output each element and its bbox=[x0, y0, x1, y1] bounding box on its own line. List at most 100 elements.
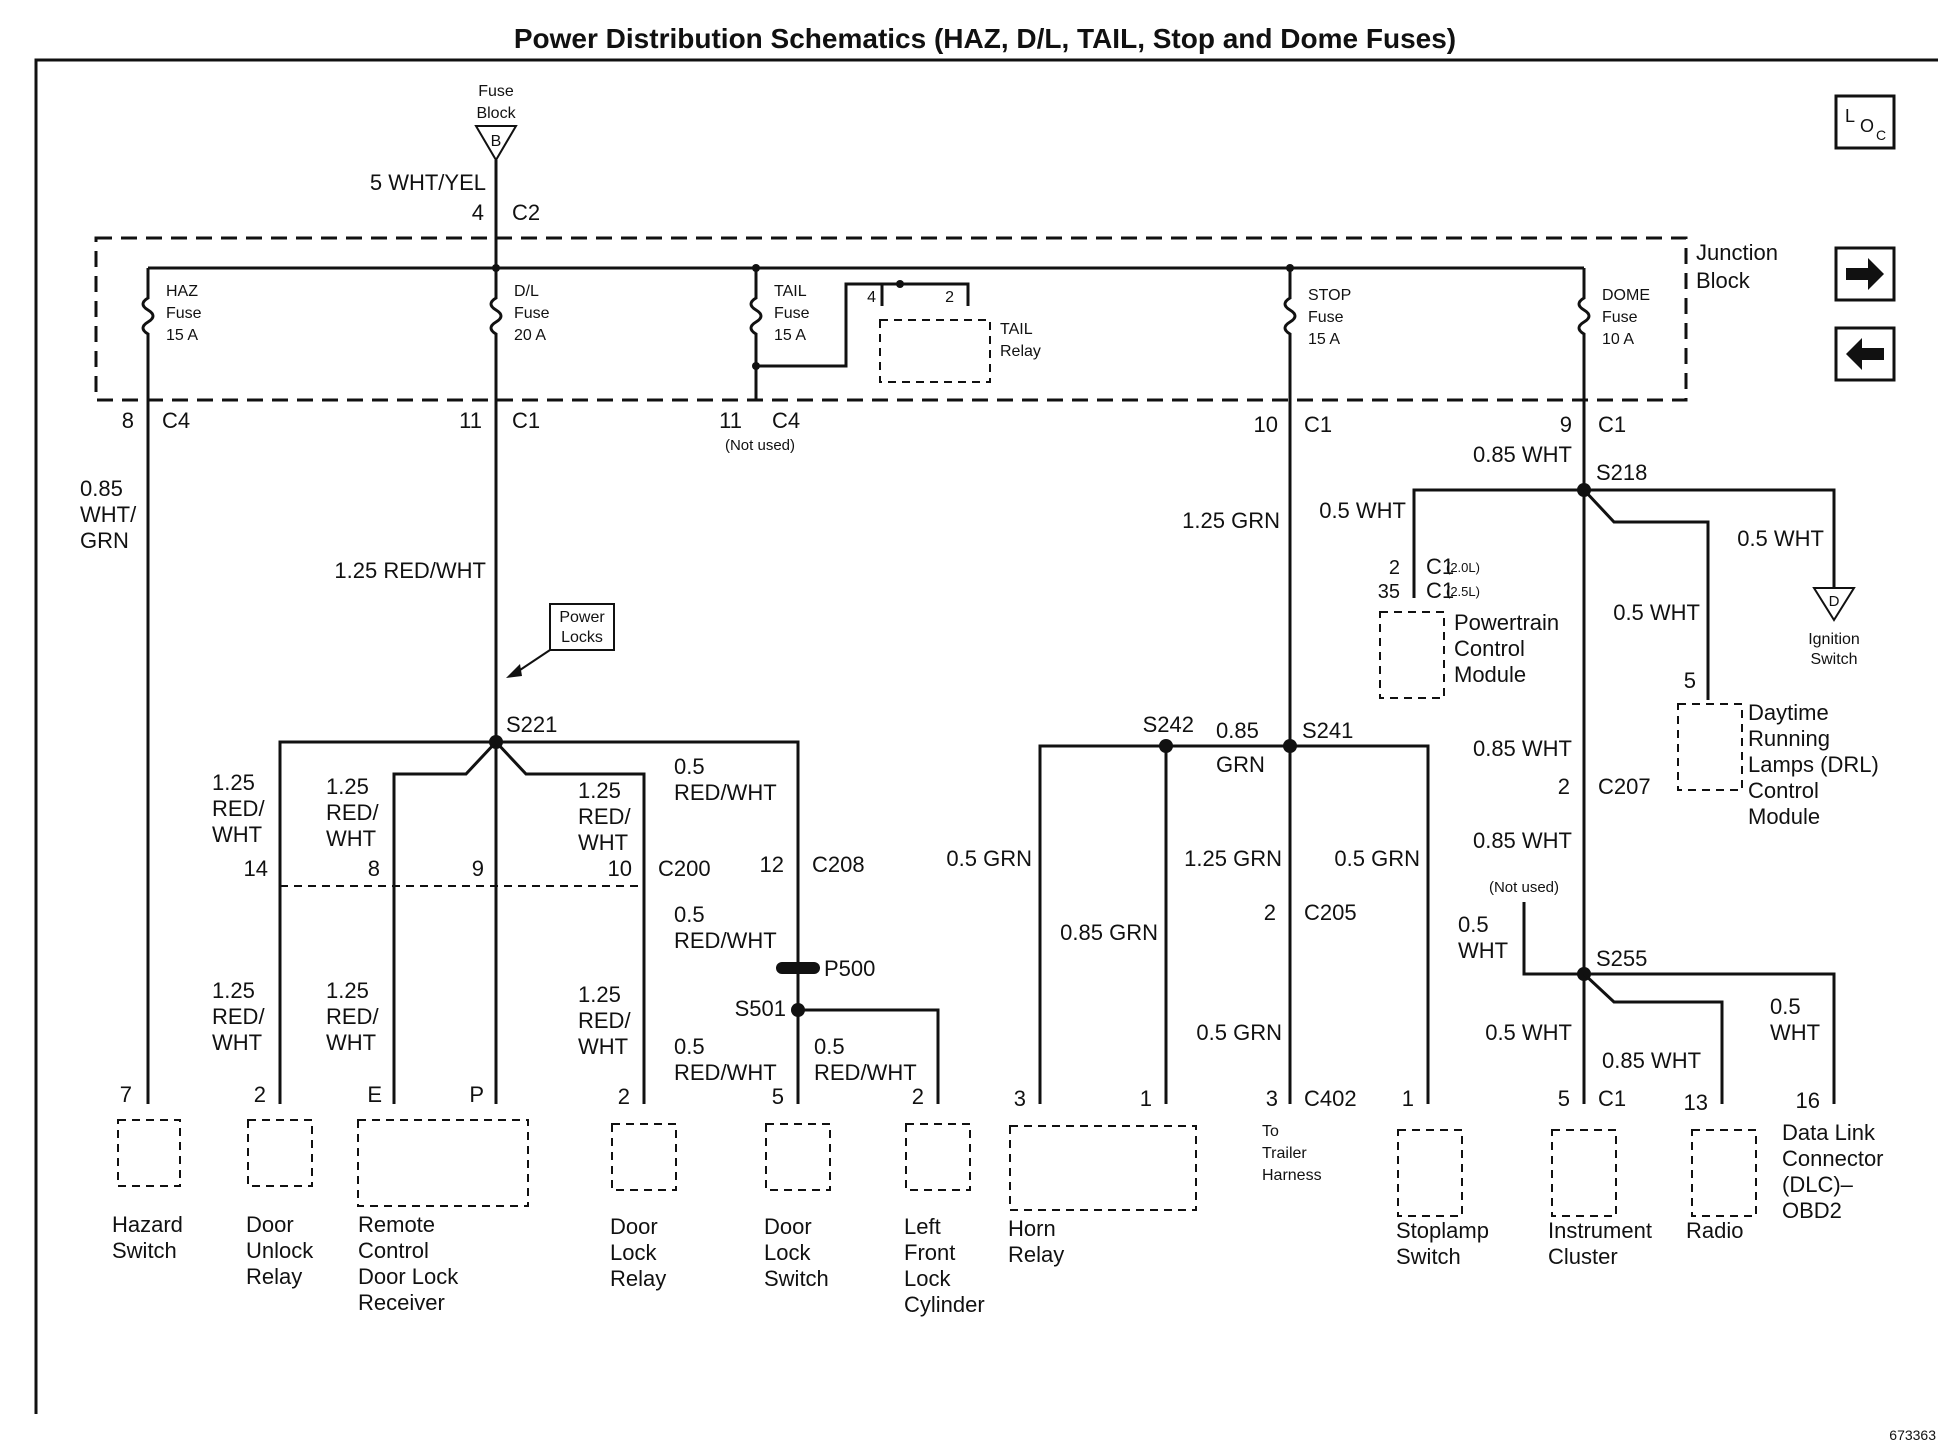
svg-text:7: 7 bbox=[120, 1082, 132, 1107]
svg-text:Junction: Junction bbox=[1696, 240, 1778, 265]
svg-text:(Not used): (Not used) bbox=[1489, 879, 1559, 896]
svg-text:Block: Block bbox=[476, 105, 516, 122]
svg-text:0.5 WHT: 0.5 WHT bbox=[1613, 600, 1700, 625]
svg-text:2: 2 bbox=[254, 1082, 266, 1107]
haz-fuse: HAZ Fuse 15 A bbox=[141, 268, 202, 400]
svg-text:S241: S241 bbox=[1302, 718, 1353, 743]
svg-text:STOP: STOP bbox=[1308, 287, 1351, 304]
svg-text:9: 9 bbox=[1560, 412, 1572, 437]
svg-text:2: 2 bbox=[1558, 774, 1570, 799]
svg-text:C207: C207 bbox=[1598, 774, 1651, 799]
svg-text:9: 9 bbox=[472, 856, 484, 881]
svg-text:Harness: Harness bbox=[1262, 1167, 1322, 1184]
svg-text:0.5: 0.5 bbox=[1458, 912, 1489, 937]
svg-text:10: 10 bbox=[608, 856, 632, 881]
svg-text:1.25: 1.25 bbox=[578, 982, 621, 1007]
svg-text:Receiver: Receiver bbox=[358, 1290, 445, 1315]
svg-text:8: 8 bbox=[368, 856, 380, 881]
svg-text:0.85 WHT: 0.85 WHT bbox=[1473, 828, 1572, 853]
svg-text:0.85 WHT: 0.85 WHT bbox=[1602, 1048, 1701, 1073]
svg-text:Running: Running bbox=[1748, 726, 1830, 751]
door-lock-relay-box bbox=[611, 1123, 677, 1191]
svg-text:Lamps (DRL): Lamps (DRL) bbox=[1748, 752, 1879, 777]
svg-text:RED/: RED/ bbox=[326, 800, 379, 825]
svg-text:0.5 WHT: 0.5 WHT bbox=[1737, 526, 1824, 551]
svg-text:WHT: WHT bbox=[212, 1030, 262, 1055]
svg-text:Fuse: Fuse bbox=[774, 305, 810, 322]
svg-text:S221: S221 bbox=[506, 712, 557, 737]
svg-text:WHT/: WHT/ bbox=[80, 502, 137, 527]
svg-text:Module: Module bbox=[1454, 662, 1526, 687]
svg-text:C: C bbox=[1876, 127, 1886, 143]
svg-text:Relay: Relay bbox=[1000, 343, 1041, 360]
svg-text:D/L: D/L bbox=[514, 283, 539, 300]
svg-text:Fuse: Fuse bbox=[1602, 309, 1638, 326]
svg-text:11: 11 bbox=[459, 408, 482, 433]
splice-s241 bbox=[1283, 739, 1297, 753]
arrow-left-icon[interactable] bbox=[1834, 326, 1896, 382]
svg-text:11: 11 bbox=[719, 408, 742, 433]
svg-text:S218: S218 bbox=[1596, 460, 1647, 485]
svg-text:Radio: Radio bbox=[1686, 1218, 1743, 1243]
svg-text:(2.0L): (2.0L) bbox=[1446, 560, 1480, 575]
lf-lock-cylinder-box bbox=[905, 1123, 971, 1191]
svg-text:WHT: WHT bbox=[1770, 1020, 1820, 1045]
svg-text:35: 35 bbox=[1378, 581, 1400, 603]
svg-text:12: 12 bbox=[760, 852, 784, 877]
svg-text:E: E bbox=[367, 1082, 382, 1107]
junction-block bbox=[94, 236, 1688, 402]
svg-text:(DLC)–: (DLC)– bbox=[1782, 1172, 1854, 1197]
svg-text:1.25: 1.25 bbox=[326, 774, 369, 799]
svg-text:0.5 GRN: 0.5 GRN bbox=[1196, 1020, 1282, 1045]
svg-text:0.5 WHT: 0.5 WHT bbox=[1485, 1020, 1572, 1045]
svg-text:15 A: 15 A bbox=[166, 327, 198, 344]
svg-text:WHT: WHT bbox=[1458, 938, 1508, 963]
svg-text:1.25 GRN: 1.25 GRN bbox=[1184, 846, 1282, 871]
svg-text:S255: S255 bbox=[1596, 946, 1647, 971]
svg-text:0.85 WHT: 0.85 WHT bbox=[1473, 442, 1572, 467]
arrow-right-icon[interactable] bbox=[1834, 246, 1896, 302]
svg-text:Lock: Lock bbox=[764, 1240, 811, 1265]
svg-text:(Not used): (Not used) bbox=[725, 437, 795, 454]
svg-text:C208: C208 bbox=[812, 852, 865, 877]
svg-text:RED/: RED/ bbox=[212, 796, 265, 821]
power-locks-reference[interactable]: Power Locks bbox=[506, 603, 615, 678]
svg-text:C1: C1 bbox=[1598, 1086, 1626, 1111]
svg-text:Fuse: Fuse bbox=[514, 305, 550, 322]
ignition-triangle-icon bbox=[1812, 587, 1856, 622]
svg-text:Horn: Horn bbox=[1008, 1216, 1056, 1241]
svg-text:Control: Control bbox=[1748, 778, 1819, 803]
svg-text:WHT: WHT bbox=[326, 826, 376, 851]
svg-text:3: 3 bbox=[1266, 1086, 1278, 1111]
dl-fuse: D/L Fuse 20 A bbox=[489, 268, 550, 400]
ignition-switch-reference[interactable]: D Ignition Switch bbox=[1808, 587, 1860, 668]
svg-text:16: 16 bbox=[1796, 1088, 1820, 1113]
svg-text:Connector: Connector bbox=[1782, 1146, 1884, 1171]
svg-text:Powertrain: Powertrain bbox=[1454, 610, 1559, 635]
svg-text:Trailer: Trailer bbox=[1262, 1145, 1307, 1162]
loc-icon: L O C bbox=[1834, 94, 1896, 150]
svg-text:C1: C1 bbox=[1426, 554, 1454, 579]
svg-text:10 A: 10 A bbox=[1602, 331, 1634, 348]
svg-text:0.85: 0.85 bbox=[80, 476, 123, 501]
svg-text:5: 5 bbox=[772, 1084, 784, 1109]
svg-text:RED/WHT: RED/WHT bbox=[674, 928, 777, 953]
svg-text:RED/: RED/ bbox=[578, 804, 631, 829]
tail-fuse: TAIL Fuse 15 A bbox=[749, 268, 900, 400]
svg-text:5: 5 bbox=[1558, 1086, 1570, 1111]
svg-text:2: 2 bbox=[945, 289, 954, 306]
svg-text:Left: Left bbox=[904, 1214, 941, 1239]
svg-text:Relay: Relay bbox=[1008, 1242, 1064, 1267]
diagram-title: Power Distribution Schematics (HAZ, D/L,… bbox=[514, 23, 1456, 54]
svg-text:Switch: Switch bbox=[1396, 1244, 1461, 1269]
figure-number: 673363 bbox=[1889, 1427, 1936, 1443]
svg-text:L: L bbox=[1845, 106, 1855, 126]
horn-relay-box bbox=[1009, 1125, 1197, 1211]
svg-text:P: P bbox=[469, 1082, 484, 1107]
door-lock-switch-box bbox=[765, 1123, 831, 1191]
svg-text:HAZ: HAZ bbox=[166, 283, 198, 300]
drl-module-box bbox=[1677, 703, 1743, 791]
svg-text:1.25: 1.25 bbox=[212, 978, 255, 1003]
svg-text:C4: C4 bbox=[772, 408, 800, 433]
